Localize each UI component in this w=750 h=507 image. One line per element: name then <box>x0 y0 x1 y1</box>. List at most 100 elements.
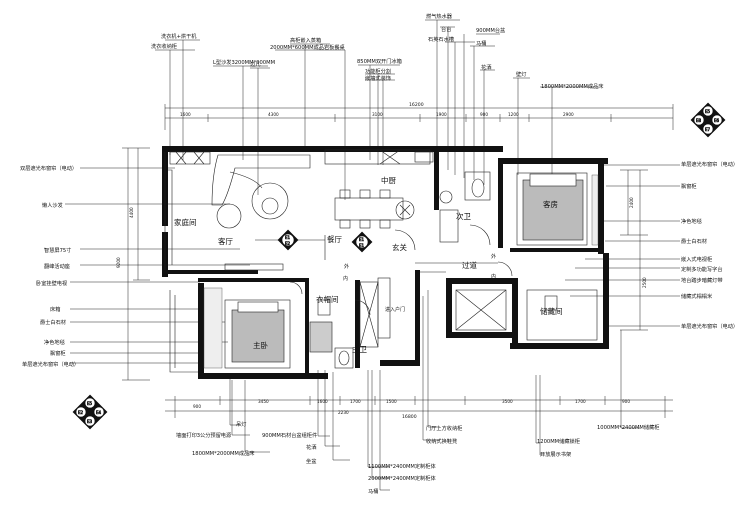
dimension-value: 900 <box>622 399 630 404</box>
dimension-value: 2900 <box>563 112 574 117</box>
note-label: 门厅上方收纳柜 <box>426 424 462 432</box>
note-label: 单层遮光布窗帘（电动） <box>681 160 738 168</box>
dimension-value: 3100 <box>372 112 383 117</box>
tag-text: E2 <box>78 410 84 415</box>
note-label: 吊灯 <box>236 420 246 428</box>
note-label: 爵士白石材 <box>681 237 707 245</box>
room-guest: 客房 <box>543 199 558 209</box>
note-label: 1200MM储藏锁柜 <box>537 437 580 445</box>
note-label: 燃气热水器 <box>426 12 453 20</box>
dimension-value: 3500 <box>502 399 513 404</box>
dimension-value: 1500 <box>386 399 397 404</box>
dimension-value: 4400 <box>129 207 134 218</box>
dimension-texts: 16200 1600 4300 3100 1900 900 1200 2900 … <box>116 102 647 420</box>
room-second-bath: 次卫 <box>456 211 471 221</box>
note-label: 嵌入式电视柜 <box>681 255 712 263</box>
note-label: 高柜嵌入蒸箱 <box>290 36 321 44</box>
tag-text: E3 <box>87 419 93 424</box>
out-label: 外 <box>344 263 349 270</box>
tag-text: E1 <box>285 235 291 240</box>
note-label: 1000MM*2400MM储藏柜 <box>597 423 659 431</box>
note-label: 马桶 <box>476 39 486 47</box>
dimension-value: 1200 <box>508 112 519 117</box>
note-label: L型沙发3200MM*900MM <box>213 58 275 66</box>
dimension-value: 900 <box>193 404 201 409</box>
section-tag-left: E5 E2 E4 E3 <box>72 394 108 430</box>
room-master: 主卧 <box>253 340 268 350</box>
note-label: 卧室挂壁电视 <box>36 279 67 287</box>
note-label: 翻峰活动座 <box>44 262 70 270</box>
tag-text: E6 <box>714 118 720 123</box>
note-label: 床箱 <box>50 305 60 313</box>
section-tag-e2: E1 E1 <box>351 231 373 253</box>
note-label: 台台 <box>441 25 451 33</box>
dimension-value: 1700 <box>350 399 361 404</box>
note-label: 壁灯 <box>516 70 526 78</box>
bottom-labels: 吊灯 墙面打印3公分预留电源 1800MM*2000MM成品床 900MM石材台… <box>176 420 659 495</box>
note-label: 定制多功能写字台 <box>681 265 723 273</box>
dimension-value: 1600 <box>180 112 191 117</box>
left-labels: 双层遮光布窗帘（电动） 懒人沙发 智慧屏75寸 翻峰活动座 卧室挂壁电视 床箱 … <box>20 164 79 368</box>
note-label: 洗衣收纳柜 <box>151 42 177 50</box>
dimension-value: 1600 <box>317 399 328 404</box>
note-label: 单层遮光布窗帘（电动） <box>681 322 738 330</box>
room-labels: 家庭间 客厅 餐厅 中厨 玄关 次卫 客房 过道 衣帽间 主卧 主卫 储藏间 进… <box>174 175 563 354</box>
leader-lines <box>65 19 680 491</box>
note-label: 2000MM*600MM成品岩板餐桌 <box>270 43 345 51</box>
tag-text: E7 <box>705 127 711 132</box>
note-label: 收纳式换鞋凳 <box>426 437 457 445</box>
note-label: 智慧屏75寸 <box>44 246 71 254</box>
note-label: 2000MM*2400MM定制柜体 <box>368 474 436 482</box>
dimension-value: 9200 <box>116 257 121 268</box>
section-tag-right: E5 E8 E6 E7 <box>690 102 726 138</box>
tag-text: E2 <box>285 241 291 246</box>
note-label: 墙面打印3公分预留电源 <box>176 431 232 439</box>
note-label: 1100MM*2400MM定制柜体 <box>368 462 436 470</box>
note-label: 洗衣机+烘干机 <box>161 32 197 40</box>
note-label: 850MM双开门冰箱 <box>357 57 402 65</box>
dimension-value: 2400 <box>629 197 634 208</box>
note-label: 净色地毯 <box>681 217 702 225</box>
dimension-total-bottom: 16800 <box>402 414 417 420</box>
dimension-total-top: 16200 <box>409 102 424 108</box>
room-master-bath: 主卫 <box>352 344 367 354</box>
note-label: 净色地毯 <box>44 338 65 346</box>
dimension-lines <box>122 104 674 418</box>
tag-text: E1 <box>359 243 365 248</box>
tag-text: E4 <box>96 410 102 415</box>
note-label: 单层遮光布窗帘（电动） <box>22 360 79 368</box>
out-label: 外 <box>491 253 496 260</box>
note-label: 开放展示书架 <box>540 450 571 458</box>
note-label: 花洒 <box>306 443 316 451</box>
note-label: 马桶 <box>368 487 378 495</box>
dimension-value: 900 <box>480 112 488 117</box>
tag-text: E8 <box>696 118 702 123</box>
note-label: 坐盆 <box>306 457 317 465</box>
note-label: 边几 <box>250 60 260 68</box>
in-label: 内 <box>491 273 496 280</box>
room-family: 家庭间 <box>174 217 197 227</box>
note-label: 1800MM*2000MM成品床 <box>541 82 604 90</box>
room-corridor: 过道 <box>462 260 477 270</box>
dimension-value: 3450 <box>258 399 269 404</box>
note-label: 花洒 <box>481 63 491 71</box>
note-label: 爵士白石材 <box>40 318 66 326</box>
note-label: 功能柜分割 <box>365 67 391 75</box>
room-kitchen: 中厨 <box>381 175 396 185</box>
room-living: 客厅 <box>218 236 233 246</box>
room-entry: 玄关 <box>392 242 407 252</box>
in-label: 内 <box>343 275 348 282</box>
note-label: 900MM石材台盆组柜件 <box>262 431 317 439</box>
tag-text: E1 <box>359 237 365 242</box>
note-label: 900MM台盆 <box>476 26 506 34</box>
note-label: 储藏式榻榻米 <box>681 292 713 300</box>
note-label: 飘窗柜 <box>50 349 66 357</box>
room-storage: 储藏间 <box>540 306 563 316</box>
dimension-value: 2230 <box>338 410 349 415</box>
note-label: 地台踏步暗藏灯带 <box>681 276 723 284</box>
note-label: 嵌墙式装饰 <box>365 74 391 82</box>
walls <box>162 146 609 379</box>
room-dining: 餐厅 <box>327 235 342 244</box>
